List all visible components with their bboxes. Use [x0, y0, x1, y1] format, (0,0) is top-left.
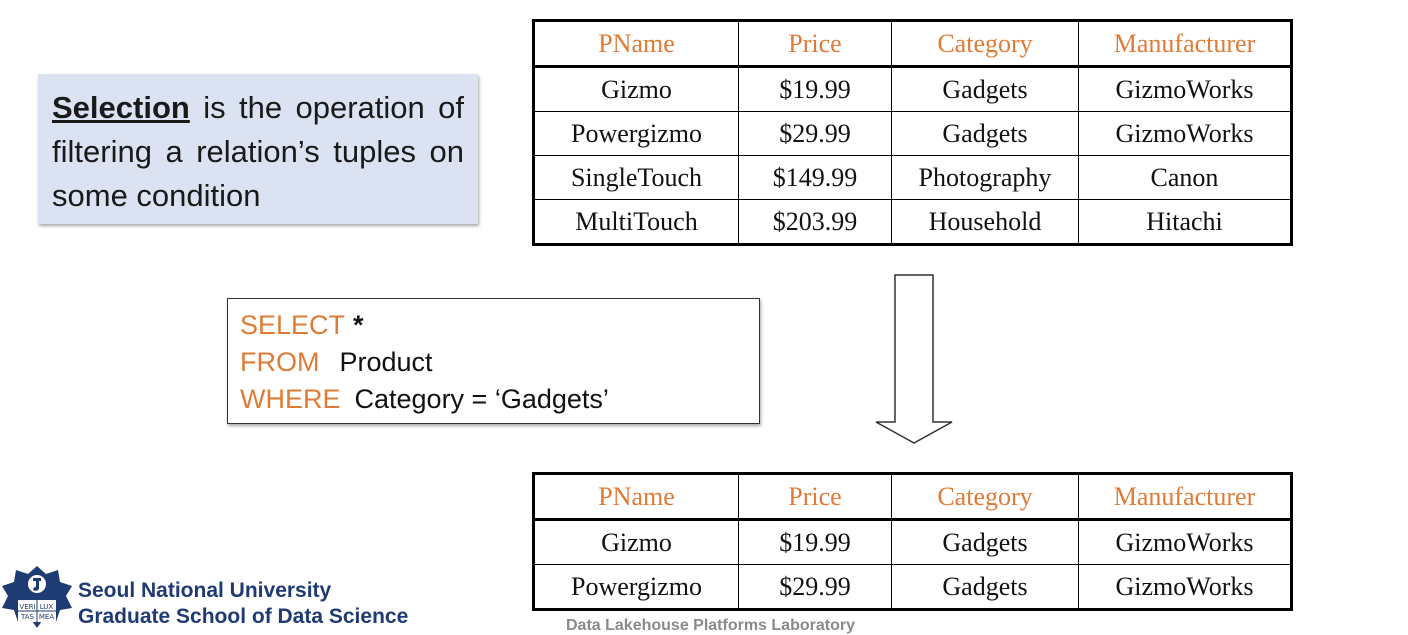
table-cell: GizmoWorks	[1078, 564, 1292, 610]
table-cell: $29.99	[738, 111, 892, 156]
sql-select-line: SELECT*	[240, 307, 747, 344]
table-cell: Powergizmo	[533, 564, 739, 610]
column-header: Category	[891, 20, 1079, 68]
table-cell: $203.99	[738, 199, 892, 245]
sql-keyword-from: FROM	[240, 347, 320, 377]
table-cell: GizmoWorks	[1078, 66, 1292, 112]
sql-keyword-select: SELECT	[240, 310, 346, 340]
table-cell: Photography	[891, 155, 1079, 200]
table-cell: Gizmo	[533, 66, 739, 112]
table-cell: Powergizmo	[533, 111, 739, 156]
table-cell: Gadgets	[891, 66, 1079, 112]
table-cell: $29.99	[738, 564, 892, 610]
table-header-row: PName Price Category Manufacturer	[533, 20, 1292, 68]
university-name: Seoul National University	[78, 579, 332, 602]
sql-query-box: SELECT* FROM Product WHERE Category = ‘Gad…	[227, 298, 760, 424]
column-header: Category	[891, 473, 1079, 521]
table-cell: Household	[891, 199, 1079, 245]
sql-from-line: FROM Product	[240, 344, 747, 381]
sql-from-value: Product	[339, 347, 433, 377]
table-cell: $19.99	[738, 519, 892, 565]
down-arrow-icon	[875, 274, 953, 444]
definition-term: Selection	[52, 90, 190, 125]
table-row: Gizmo $19.99 Gadgets GizmoWorks	[533, 66, 1292, 112]
definition-text: is the operation of filtering a relation…	[52, 90, 464, 213]
input-relation-table: PName Price Category Manufacturer Gizmo …	[532, 19, 1293, 246]
table-cell: Canon	[1078, 155, 1292, 200]
university-logo-icon: VERI LUX TAS MEA	[2, 566, 72, 628]
sql-keyword-where: WHERE	[240, 384, 341, 414]
table-header-row: PName Price Category Manufacturer	[533, 473, 1292, 521]
logo-motto-text: MEA	[39, 613, 54, 621]
university-name-block: Seoul National University Graduate Schoo…	[78, 578, 408, 630]
table-row: MultiTouch $203.99 Household Hitachi	[533, 199, 1292, 245]
table-cell: Gadgets	[891, 111, 1079, 156]
school-name: Graduate School of Data Science	[78, 605, 409, 628]
lab-name: Data Lakehouse Platforms Laboratory	[566, 617, 855, 634]
logo-motto-text: TAS	[20, 613, 35, 621]
table-row: Powergizmo $29.99 Gadgets GizmoWorks	[533, 111, 1292, 156]
column-header: Manufacturer	[1078, 20, 1292, 68]
table-cell: MultiTouch	[533, 199, 739, 245]
column-header: PName	[533, 473, 739, 521]
table-cell: $19.99	[738, 66, 892, 112]
table-cell: SingleTouch	[533, 155, 739, 200]
output-relation-table: PName Price Category Manufacturer Gizmo …	[532, 472, 1293, 611]
column-header: PName	[533, 20, 739, 68]
table-cell: GizmoWorks	[1078, 111, 1292, 156]
table-cell: Hitachi	[1078, 199, 1292, 245]
definition-callout: Selection is the operation of filtering …	[38, 74, 478, 224]
column-header: Manufacturer	[1078, 473, 1292, 521]
sql-select-value: *	[353, 310, 364, 340]
table-cell: Gizmo	[533, 519, 739, 565]
table-cell: Gadgets	[891, 519, 1079, 565]
logo-motto-text: VERI	[19, 603, 35, 611]
column-header: Price	[738, 473, 892, 521]
table-row: Gizmo $19.99 Gadgets GizmoWorks	[533, 519, 1292, 565]
sql-where-value: Category = ‘Gadgets’	[354, 384, 609, 414]
column-header: Price	[738, 20, 892, 68]
table-cell: GizmoWorks	[1078, 519, 1292, 565]
sql-where-line: WHERE Category = ‘Gadgets’	[240, 381, 747, 418]
table-row: Powergizmo $29.99 Gadgets GizmoWorks	[533, 564, 1292, 610]
table-cell: $149.99	[738, 155, 892, 200]
table-row: SingleTouch $149.99 Photography Canon	[533, 155, 1292, 200]
table-cell: Gadgets	[891, 564, 1079, 610]
logo-motto-text: LUX	[40, 603, 54, 611]
